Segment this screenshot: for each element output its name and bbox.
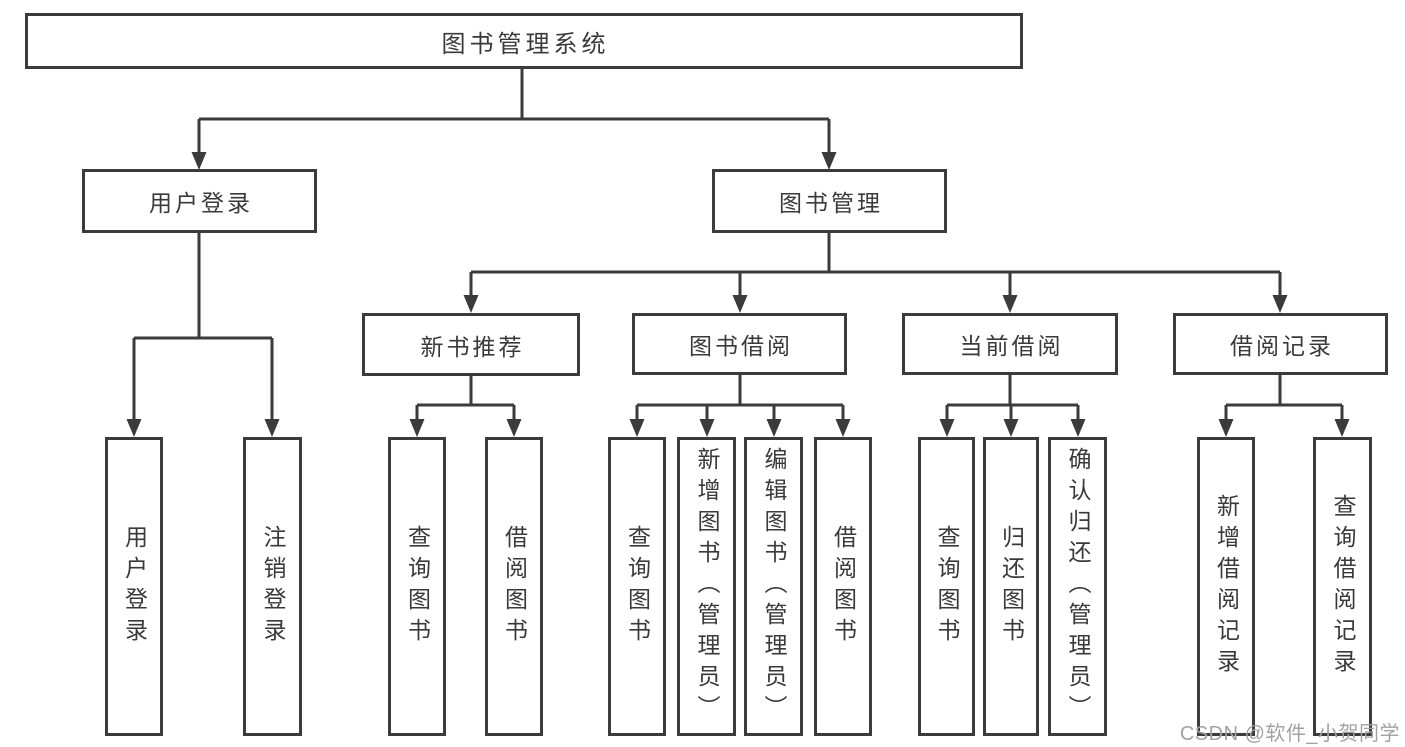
leaf-label: 借阅图书: [501, 524, 528, 649]
node-label: 新书推荐: [420, 333, 525, 360]
leaf-label: 用户登录: [121, 524, 148, 649]
leaf-label: 归还图书: [998, 524, 1025, 649]
leaf-label: 新增借阅记录: [1213, 493, 1240, 680]
node-book-borrow: 图书借阅: [632, 313, 847, 375]
connector-user-login-to-leaves: [126, 233, 280, 437]
leaf-label: 新增图书（管理员）: [694, 447, 720, 726]
connector-new-book-recommend-to-leaves: [409, 375, 522, 437]
leaf-user-login: 用户登录: [105, 437, 163, 736]
node-user-login: 用户登录: [82, 169, 317, 233]
leaf-edit-book-admin: 编辑图书（管理员）: [744, 437, 803, 736]
node-root-system: 图书管理系统: [25, 13, 1023, 69]
leaf-label: 查询图书: [404, 524, 431, 649]
leaf-label: 注销登录: [260, 524, 286, 649]
node-label: 用户登录: [149, 190, 253, 216]
leaf-return-book: 归还图书: [983, 437, 1039, 736]
node-book-management: 图书管理: [712, 169, 947, 233]
node-borrow-records: 借阅记录: [1173, 313, 1388, 375]
leaf-add-borrow-record: 新增借阅记录: [1197, 437, 1255, 736]
connector-book-management-to-level3: [463, 233, 1288, 313]
leaf-query-books-current: 查询图书: [918, 437, 975, 736]
leaf-query-borrow-record: 查询借阅记录: [1313, 437, 1372, 736]
leaf-query-books-borrow: 查询图书: [608, 437, 666, 736]
connector-borrow-records-to-leaves: [1218, 375, 1350, 437]
node-label: 当前借阅: [959, 333, 1064, 359]
node-label: 图书管理: [779, 190, 883, 216]
connector-root-to-level2: [191, 69, 837, 170]
node-current-borrow: 当前借阅: [902, 313, 1118, 375]
csdn-watermark: CSDN @软件_小贺同学: [1179, 723, 1400, 745]
leaf-logout: 注销登录: [243, 437, 302, 736]
leaf-label: 查询图书: [624, 524, 651, 649]
leaf-add-book-admin: 新增图书（管理员）: [677, 437, 736, 736]
leaf-query-books-recommend: 查询图书: [388, 437, 446, 736]
node-new-book-recommend: 新书推荐: [362, 313, 580, 376]
leaf-borrow-books-recommend: 借阅图书: [485, 437, 543, 736]
node-label: 图书管理系统: [441, 30, 610, 58]
leaf-borrow-books: 借阅图书: [814, 437, 872, 736]
connector-book-borrow-to-leaves: [629, 375, 851, 437]
node-label: 借阅记录: [1230, 333, 1334, 359]
leaf-label: 查询借阅记录: [1330, 493, 1356, 680]
node-label: 图书借阅: [689, 333, 793, 359]
connector-current-borrow-to-leaves: [939, 375, 1086, 437]
leaf-label: 借阅图书: [830, 524, 857, 649]
leaf-label: 确认归还（管理员）: [1065, 447, 1091, 726]
leaf-confirm-return-admin: 确认归还（管理员）: [1048, 437, 1107, 736]
leaf-label: 编辑图书（管理员）: [761, 447, 787, 726]
leaf-label: 查询图书: [934, 524, 960, 649]
